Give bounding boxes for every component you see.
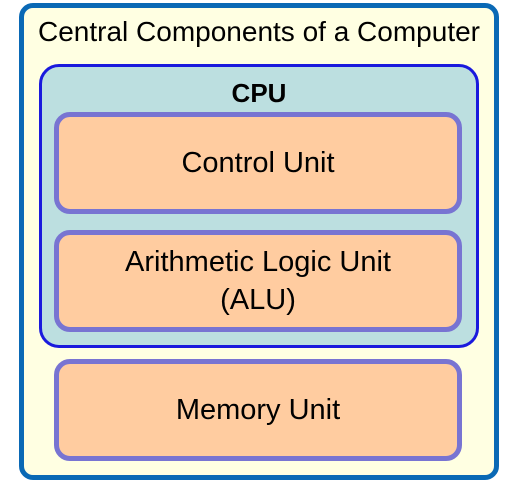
- memory-unit-label: Memory Unit: [175, 394, 341, 426]
- computer-container: Central Components of a Computer CPU Con…: [19, 3, 499, 480]
- cpu-container: CPU Control Unit Arithmetic Logic Unit (…: [39, 64, 479, 348]
- control-unit-box: Control Unit: [54, 112, 462, 214]
- alu-box: Arithmetic Logic Unit (ALU): [54, 230, 462, 332]
- diagram-title: Central Components of a Computer: [38, 16, 480, 47]
- control-unit-label: Control Unit: [181, 147, 335, 179]
- alu-label-line1: Arithmetic Logic Unit: [125, 246, 391, 278]
- alu-label-line2: (ALU): [220, 284, 296, 316]
- memory-unit-box: Memory Unit: [54, 359, 462, 461]
- alu-label: Arithmetic Logic Unit (ALU): [125, 243, 391, 319]
- cpu-label: CPU: [231, 78, 287, 108]
